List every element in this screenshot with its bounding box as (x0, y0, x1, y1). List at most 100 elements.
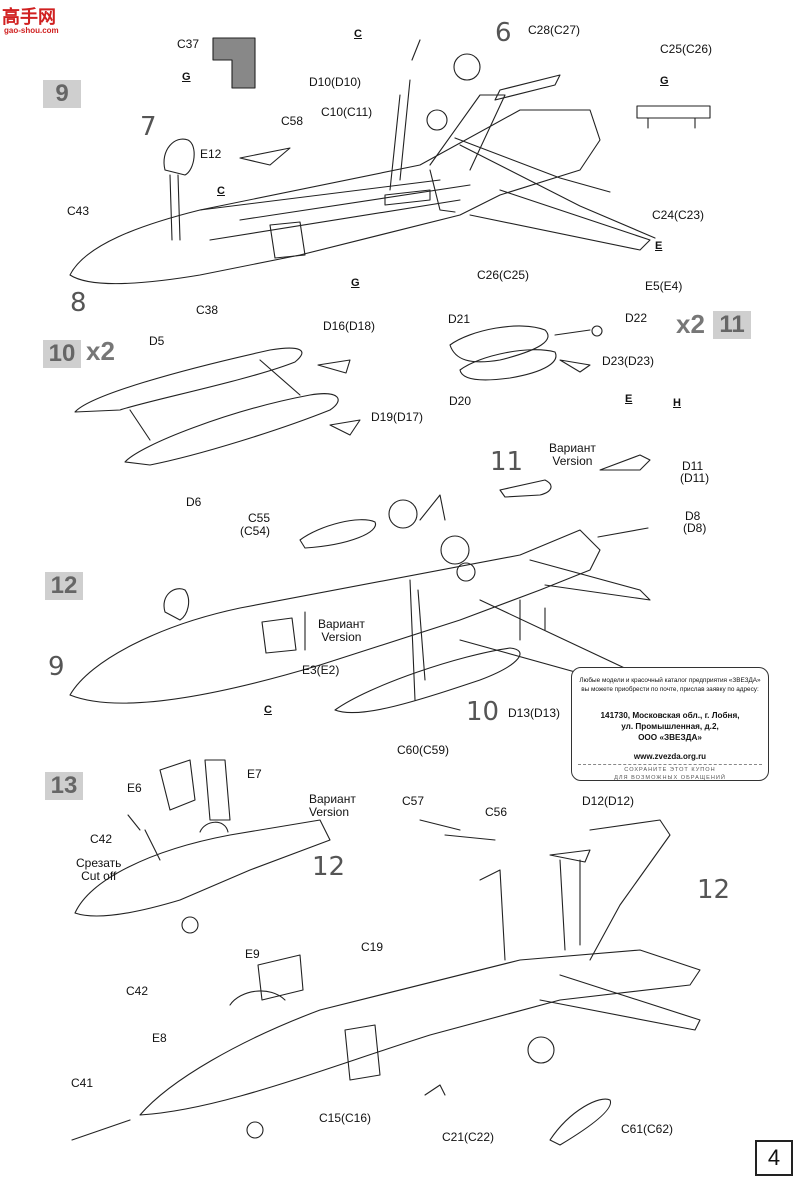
part-label-d5: D5 (149, 334, 165, 348)
part-label-e8: E8 (152, 1031, 167, 1045)
part-label-d6: D6 (186, 495, 202, 509)
part-label-d19: D19(D17) (371, 410, 424, 424)
step13-nose-drawing (74, 759, 331, 934)
part-label-e9: E9 (245, 947, 260, 961)
glue-mark-e-2: E (625, 393, 633, 405)
part-label-d21: D21 (448, 312, 471, 326)
variant-en: Version (552, 454, 593, 468)
step-10-badge: 10 (43, 340, 81, 368)
part-label-e3: E3(E2) (302, 663, 340, 677)
variant-ru: Вариант (318, 617, 365, 631)
variant-note-1: Вариант Version (549, 442, 596, 468)
mail-order-coupon: Любые модели и красочный каталог предпри… (571, 667, 769, 781)
step-10-multiplier: x2 (86, 336, 115, 366)
cutoff-note: Срезать Cut off (76, 857, 121, 883)
part-label-c42-a: C42 (90, 832, 113, 846)
part-label-c55-alt: (C54) (240, 524, 271, 538)
part-label-c57: C57 (402, 794, 425, 808)
part-label-c24: C24(C23) (652, 208, 705, 222)
part-label-d12: D12(D12) (582, 794, 635, 808)
step-11-multiplier: x2 (676, 309, 705, 339)
part-label-e5: E5(E4) (645, 279, 683, 293)
part-label-c41: C41 (71, 1076, 94, 1090)
part-label-c28: C28(C27) (528, 23, 581, 37)
glue-mark-c-1: C (354, 28, 362, 40)
glue-mark-e-1: E (655, 240, 663, 252)
part-label-c56: C56 (485, 805, 508, 819)
coupon-address-line-1: 141730, Московская обл., г. Лобня, (600, 711, 740, 720)
step13-aircraft-drawing (71, 819, 701, 1146)
glue-mark-c-2: C (217, 185, 225, 197)
variant-en: Version (321, 630, 362, 644)
subassembly-ref-11: 11 (490, 447, 524, 477)
part-label-c43: C43 (67, 204, 90, 218)
cutoff-en: Cut off (81, 869, 117, 883)
part-label-d8-alt: (D8) (683, 521, 707, 535)
part-label-c15: C15(C16) (319, 1111, 372, 1125)
coupon-cut-line (578, 764, 762, 765)
part-label-d13: D13(D13) (508, 706, 561, 720)
glue-mark-g-2: G (660, 75, 669, 87)
subassembly-ref-6: 6 (495, 18, 512, 48)
part-label-e6: E6 (127, 781, 142, 795)
part-label-d16: D16(D18) (323, 319, 376, 333)
subassembly-ref-8: 8 (70, 288, 87, 318)
subassembly-ref-7: 7 (140, 112, 157, 142)
part-label-c42-b: C42 (126, 984, 149, 998)
watermark-url: gao-shou.com (4, 26, 59, 35)
step9-fuselage-drawing (69, 37, 711, 285)
page-number: 4 (755, 1140, 793, 1176)
glue-mark-g-1: G (182, 71, 191, 83)
part-label-c37: C37 (177, 37, 200, 51)
part-label-c21: C21(C22) (442, 1130, 495, 1144)
subassembly-ref-12a: 12 (312, 852, 346, 882)
part-label-e12: E12 (200, 147, 222, 161)
variant-note-3: Вариант Version (309, 793, 356, 819)
part-label-c55: C55 (248, 511, 271, 525)
coupon-address: 141730, Московская обл., г. Лобня, ул. П… (578, 710, 762, 743)
coupon-intro: Любые модели и красочный каталог предпри… (579, 677, 761, 693)
part-label-d8: D8 (685, 509, 701, 523)
part-label-c58: C58 (281, 114, 304, 128)
part-label-e7: E7 (247, 767, 262, 781)
step12-aircraft-drawing (69, 454, 651, 714)
coupon-keep-line-1: СОХРАНИТЕ ЭТОТ КУПОН (624, 767, 716, 773)
part-label-d20: D20 (449, 394, 472, 408)
glue-mark-g-3: G (351, 277, 360, 289)
part-label-c26: C26(C25) (477, 268, 530, 282)
subassembly-ref-12b: 12 (697, 875, 731, 905)
coupon-address-line-2: ул. Промышленная, д.2, (621, 722, 719, 731)
part-label-d11: D11 (682, 459, 704, 473)
part-label-d11-alt: (D11) (680, 471, 710, 485)
part-label-d22: D22 (625, 311, 648, 325)
glue-mark-h: H (673, 397, 681, 409)
part-label-c38: C38 (196, 303, 219, 317)
coupon-website: www.zvezda.org.ru (633, 752, 707, 761)
variant-ru: Вариант (309, 792, 356, 806)
part-label-c19: C19 (361, 940, 384, 954)
part-label-d10: D10(D10) (309, 75, 362, 89)
variant-en: Version (309, 805, 350, 819)
watermark-logo: 高手网 (2, 7, 56, 27)
step10-pods-drawing (74, 347, 361, 466)
part-label-c10: C10(C11) (321, 105, 373, 119)
step-12-badge: 12 (45, 572, 83, 600)
glue-mark-c-3: C (264, 704, 272, 716)
part-label-c60: C60(C59) (397, 743, 450, 757)
step-13-badge: 13 (45, 772, 83, 800)
step-11-badge: 11 (713, 311, 751, 339)
step-9-badge: 9 (43, 80, 81, 108)
step11-bomb-drawing (449, 325, 603, 381)
part-label-c61: C61(C62) (621, 1122, 674, 1136)
coupon-address-line-3: ООО «ЗВЕЗДА» (638, 733, 702, 742)
variant-ru: Вариант (549, 441, 596, 455)
variant-note-2: Вариант Version (318, 618, 365, 644)
subassembly-ref-9: 9 (48, 652, 65, 682)
cutoff-ru: Срезать (76, 856, 122, 870)
part-label-c25: C25(C26) (660, 42, 713, 56)
coupon-keep-line-2: ДЛЯ ВОЗМОЖНЫХ ОБРАЩЕНИЙ (614, 775, 726, 781)
coupon-keep-note: СОХРАНИТЕ ЭТОТ КУПОН ДЛЯ ВОЗМОЖНЫХ ОБРАЩ… (578, 766, 762, 782)
subassembly-ref-10: 10 (466, 697, 500, 727)
part-label-d23: D23(D23) (602, 354, 655, 368)
